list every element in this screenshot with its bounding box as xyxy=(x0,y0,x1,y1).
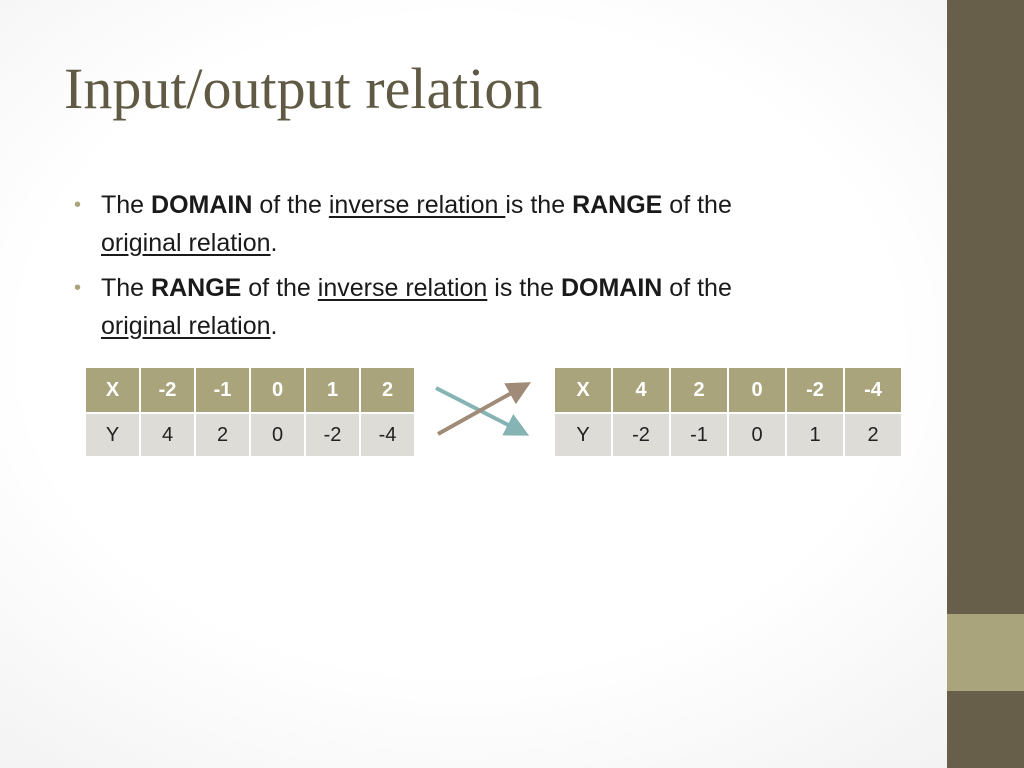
bullet-text: is the xyxy=(505,191,573,219)
table-header-cell: 4 xyxy=(613,368,669,412)
bullet-underlined-term: original relation xyxy=(101,229,271,257)
sidebar-accent-block xyxy=(947,614,1024,691)
table-header-row: X 4 2 0 -2 -4 xyxy=(555,368,901,412)
table-header-cell: -2 xyxy=(141,368,194,412)
table-cell: -2 xyxy=(613,414,669,456)
bullet-item: • The DOMAIN of the inverse relation is t… xyxy=(74,186,834,262)
crossed-arrows-icon xyxy=(435,382,531,436)
table-header-row: X -2 -1 0 1 2 xyxy=(86,368,414,412)
table-row: Y 4 2 0 -2 -4 xyxy=(86,414,414,456)
bullet-underlined-term: original relation xyxy=(101,312,271,340)
table-header-cell: 0 xyxy=(251,368,304,412)
bullet-keyword: RANGE xyxy=(572,191,663,219)
table-cell: 1 xyxy=(787,414,843,456)
bullet-text: . xyxy=(270,229,278,257)
bullet-keyword: DOMAIN xyxy=(151,191,253,219)
bullet-text: The xyxy=(101,274,152,302)
table-cell: -2 xyxy=(306,414,359,456)
inverse-relation-table: X 4 2 0 -2 -4 Y -2 -1 0 1 2 xyxy=(553,366,903,458)
bullet-text: . xyxy=(270,312,278,340)
table-cell: 0 xyxy=(251,414,304,456)
table-cell: 0 xyxy=(729,414,785,456)
table-row: Y -2 -1 0 1 2 xyxy=(555,414,901,456)
table-cell: Y xyxy=(555,414,611,456)
bullet-underlined-term: inverse relation xyxy=(328,191,506,219)
table-header-cell: -1 xyxy=(196,368,249,412)
bullet-dot-icon: • xyxy=(74,277,82,299)
bullet-underlined-term: inverse relation xyxy=(317,274,488,302)
bullet-keyword: DOMAIN xyxy=(560,274,663,302)
bullet-list: • The DOMAIN of the inverse relation is t… xyxy=(74,186,834,352)
table-cell: -4 xyxy=(361,414,414,456)
bullet-text: The xyxy=(101,191,152,219)
bullet-text: of the xyxy=(241,274,318,302)
bullet-dot-icon: • xyxy=(74,194,82,216)
bullet-text: of the xyxy=(252,191,329,219)
table-header-cell: 0 xyxy=(729,368,785,412)
table-header-cell: 1 xyxy=(306,368,359,412)
table-header-cell: X xyxy=(555,368,611,412)
table-cell: 4 xyxy=(141,414,194,456)
slide-title: Input/output relation xyxy=(64,56,543,121)
table-header-cell: -2 xyxy=(787,368,843,412)
table-header-cell: X xyxy=(86,368,139,412)
bullet-text: of the xyxy=(662,191,732,219)
table-cell: Y xyxy=(86,414,139,456)
table-header-cell: 2 xyxy=(671,368,727,412)
table-cell: 2 xyxy=(845,414,901,456)
bullet-item: • The RANGE of the inverse relation is th… xyxy=(74,269,834,345)
bullet-text: is the xyxy=(487,274,561,302)
bullet-text: of the xyxy=(662,274,732,302)
table-header-cell: -4 xyxy=(845,368,901,412)
table-cell: 2 xyxy=(196,414,249,456)
bullet-keyword: RANGE xyxy=(151,274,242,302)
original-relation-table: X -2 -1 0 1 2 Y 4 2 0 -2 -4 xyxy=(84,366,416,458)
arrow-up-right xyxy=(437,382,531,436)
table-header-cell: 2 xyxy=(361,368,414,412)
table-cell: -1 xyxy=(671,414,727,456)
